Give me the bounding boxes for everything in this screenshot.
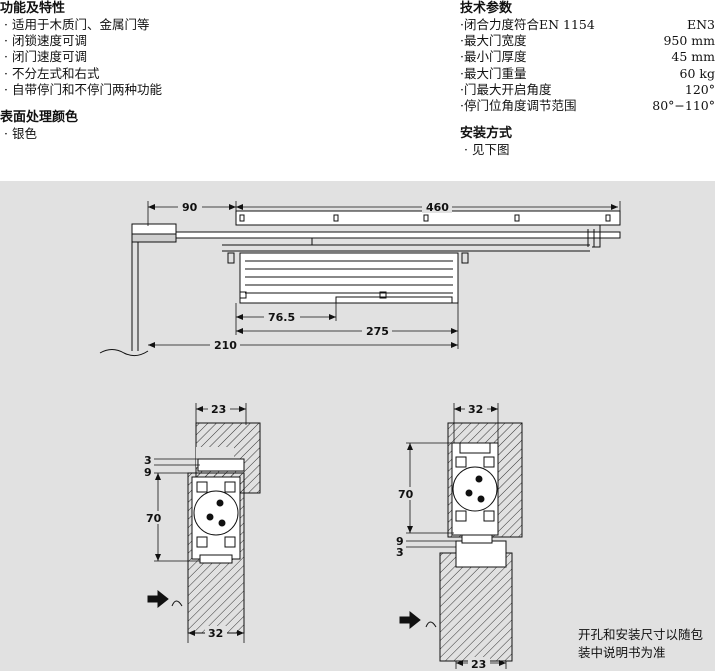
body-corner [455,456,467,468]
dim-label-r9: 9 [396,535,404,548]
spindle-hole [477,495,485,503]
frame-section [439,552,513,662]
dim-label-l3: 3 [144,454,152,467]
installation-note: 开孔和安装尺寸以随包装中说明书为准 [578,627,704,660]
installation-title: 安装方式 [460,126,513,142]
list-item: ·见下图 [464,142,510,158]
body-foot [461,534,493,544]
closer-head-section [197,458,245,472]
closer-spindle [452,466,498,512]
dim-label-l70: 70 [146,512,162,525]
features-title: 功能及特性 [0,1,66,16]
rail-end [578,224,601,248]
body-screw [461,252,469,264]
closer-head-section [455,540,507,568]
specs-title: 技术参数 [460,1,513,16]
body-screw [379,291,387,299]
closer-spindle [193,490,239,536]
list-item: ·闭门速度可调 [4,49,88,65]
body-corner [224,481,236,493]
rail-screw [333,214,339,222]
list-item: ·适用于木质门、金属门等 [4,17,150,32]
dim-label-r23: 23 [471,658,486,671]
dim-label-275: 275 [366,325,389,338]
dim-label-90: 90 [182,201,198,214]
list-item: ·不分左式和右式 [4,65,100,81]
opening-arrow [147,589,169,609]
left-column: 功能及特性 ·适用于木质门、金属门等 ·闭锁速度可调 ·闭门速度可调 ·不分左式… [0,0,330,142]
spindle-hole [216,499,224,507]
rail-screw [239,214,245,222]
finish-title: 表面处理颜色 [0,110,79,126]
side-dimension-labels: 90 460 76.5 275 210 [178,200,452,352]
dim-label-l9: 9 [144,466,152,479]
side-elevation [99,210,621,357]
body-foot [199,554,233,564]
section-right [399,422,523,662]
slide-rail [175,231,621,239]
dim-label-76-5: 76.5 [268,311,295,324]
body-base [335,296,453,304]
dim-label-l23: 23 [211,403,226,416]
section-left-labels: 23 3 9 70 32 [144,402,230,640]
list-item: ·自带停门和不停门两种功能 [4,81,163,97]
spindle-hole [206,513,214,521]
section-right-labels: 32 70 9 3 23 [396,402,490,671]
body-corner [196,536,208,548]
features-list: ·适用于木质门、金属门等 ·闭锁速度可调 ·闭门速度可调 ·不分左式和右式 ·自… [0,17,330,98]
body-corner [483,510,495,522]
closer-head-lower [131,233,177,243]
floor-break [99,349,149,357]
dim-label-460: 460 [426,201,449,214]
rail-screw [514,214,520,222]
rail-screw [423,214,429,222]
section-left [147,422,261,634]
body-screw [227,252,235,264]
dim-label-r32: 32 [468,403,483,416]
spindle-hole [218,519,226,527]
list-item: ·银色 [4,126,38,142]
dim-label-210: 210 [214,339,237,352]
dim-label-r3: 3 [396,546,404,559]
spindle-hole [475,475,483,483]
body-screw [239,291,247,299]
spindle-hole [465,489,473,497]
body-top [459,442,491,454]
body-corner [455,510,467,522]
body-corner [483,456,495,468]
body-corner [224,536,236,548]
drawing-svg: 90 460 76.5 275 210 [99,200,621,671]
opening-arrow [399,610,421,630]
dim-label-l32: 32 [208,627,223,640]
dim-label-r70: 70 [398,488,414,501]
installation-drawing: 90 460 76.5 275 210 [0,181,715,671]
list-item: ·闭锁速度可调 [4,33,88,49]
hinge-symbol [425,621,437,628]
rail-screw [605,214,611,222]
hinge-symbol [171,600,183,607]
body-corner [196,481,208,493]
